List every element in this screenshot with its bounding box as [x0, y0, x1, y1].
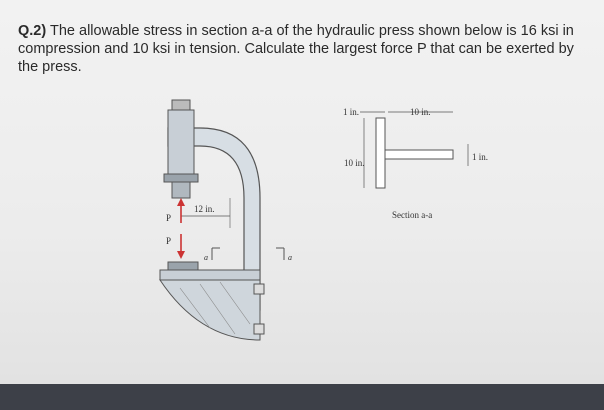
ram-body: [167, 109, 195, 181]
section-flange: [375, 117, 386, 189]
force-arrow-down-head: [177, 251, 185, 259]
question-text: Q.2) The allowable stress in section a-a…: [18, 22, 578, 76]
section-mark-right: a: [288, 253, 292, 262]
anvil-plate: [167, 261, 199, 271]
bolt-1: [253, 283, 265, 295]
base-hatch-3: [219, 281, 251, 325]
section-caption: Section a-a: [392, 210, 432, 220]
ram-collar: [163, 173, 199, 183]
hydraulic-press-figure: 12 in. P P a a: [150, 88, 510, 358]
dim-10in-side-label: 10 in.: [344, 158, 365, 168]
base-quarter: [159, 279, 261, 341]
bolt-2: [253, 323, 265, 335]
dim-1in-right-label: 1 in.: [472, 152, 488, 162]
document-page: Q.2) The allowable stress in section a-a…: [0, 0, 604, 384]
ram-piston: [171, 181, 191, 199]
section-mark-left: a: [204, 253, 208, 262]
question-number: Q.2): [18, 23, 47, 39]
dim-12in-label: 12 in.: [194, 204, 215, 214]
force-arrow-up-head: [177, 198, 185, 206]
force-label-bottom: P: [166, 236, 171, 246]
question-body: The allowable stress in section a-a of t…: [18, 23, 574, 75]
bottom-bar: [0, 384, 604, 410]
figure-svg: 12 in. P P a a: [159, 99, 488, 341]
base-hatch-1: [179, 287, 211, 329]
section-web: [384, 149, 454, 160]
base-hatch-2: [199, 283, 236, 335]
base-table: [159, 269, 261, 281]
force-label-top: P: [166, 213, 171, 223]
dim-1in-top-label: 1 in.: [343, 107, 359, 117]
dim-10in-top-label: 10 in.: [410, 107, 431, 117]
ram-top-cap: [171, 99, 191, 111]
